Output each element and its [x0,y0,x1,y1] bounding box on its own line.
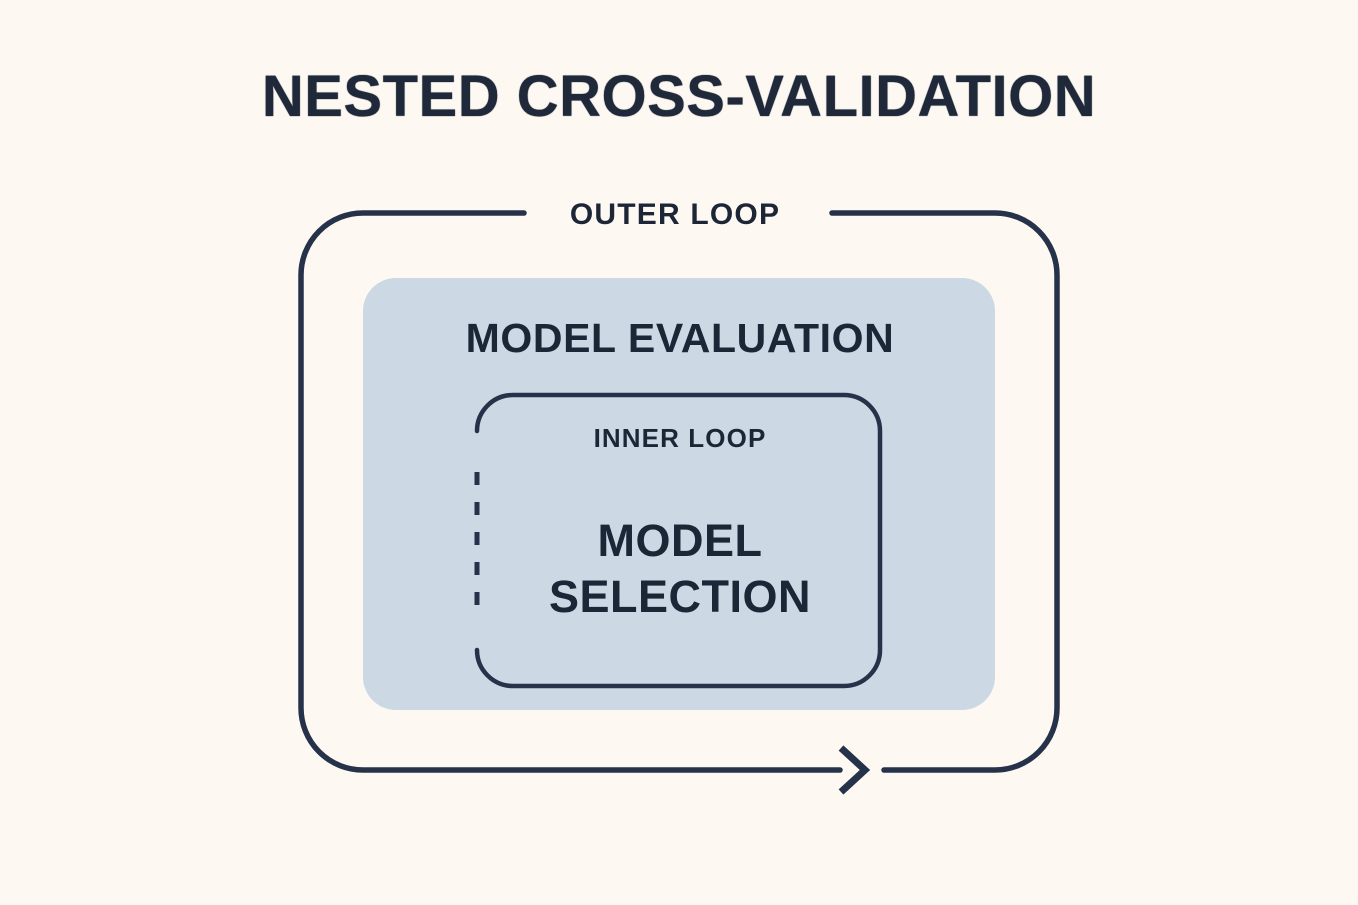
outer-loop-right-path [829,210,1060,773]
model-selection-line-2: SELECTION [548,571,812,622]
model-evaluation-panel [363,278,995,710]
inner-loop-solid-path [474,392,883,689]
inner-loop-label: INNER LOOP [593,423,767,453]
outer-loop-label: OUTER LOOP [569,198,781,231]
outer-loop-arrowhead-icon [838,745,871,795]
model-selection-label: MODEL SELECTION [480,513,880,625]
outer-loop-left-path [298,210,843,773]
model-selection-line-1: MODEL [597,515,763,566]
model-evaluation-label: MODEL EVALUATION [465,315,895,361]
page-title: NESTED CROSS-VALIDATION [261,64,1097,129]
